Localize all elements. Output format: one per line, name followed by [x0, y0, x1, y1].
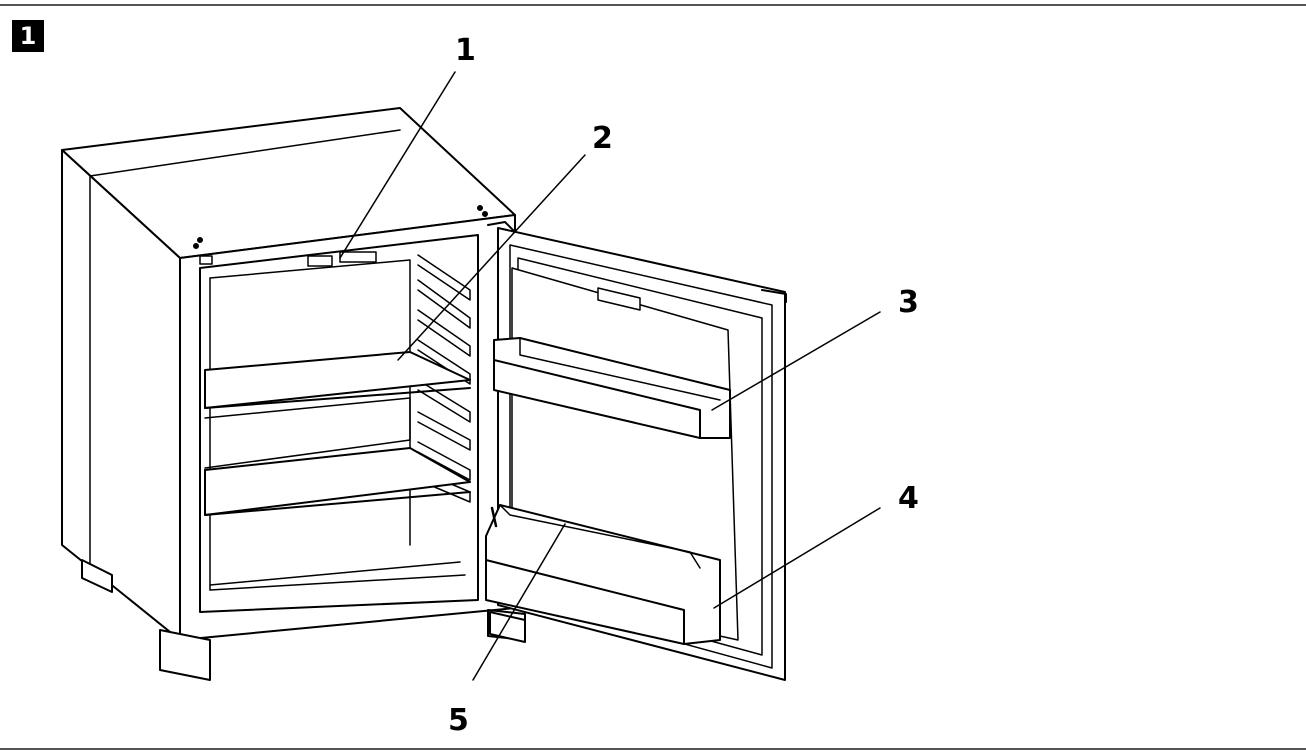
callout-2: 2	[592, 121, 613, 156]
leader-line-1	[339, 71, 456, 259]
leader-line-5	[472, 523, 566, 681]
callout-3: 3	[898, 285, 919, 320]
callout-5: 5	[448, 703, 469, 738]
callout-4: 4	[898, 481, 919, 516]
figure-number-badge: 1	[12, 20, 44, 52]
leader-line-3	[711, 311, 881, 411]
callout-labels: 1 2 3 4 5	[448, 33, 919, 738]
leader-line-2	[397, 154, 586, 361]
door	[485, 221, 787, 681]
bottom-rule	[0, 748, 1306, 750]
leader-lines	[339, 71, 881, 681]
callout-1: 1	[455, 33, 476, 68]
cabinet	[61, 107, 526, 681]
top-rule	[0, 4, 1306, 6]
leader-line-4	[713, 507, 881, 609]
